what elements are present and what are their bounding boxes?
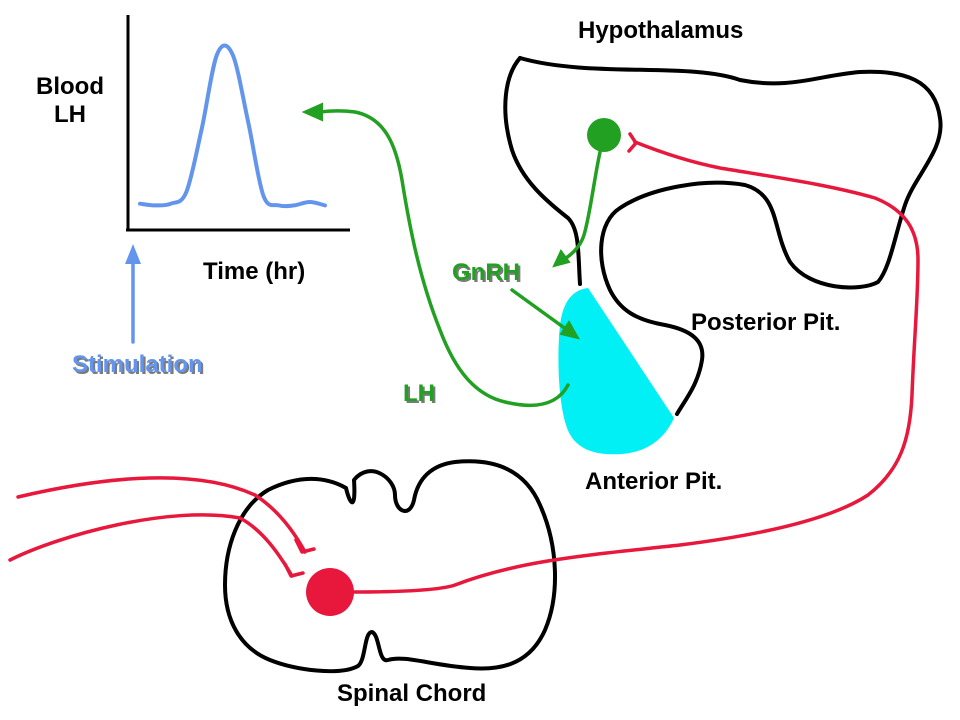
hypothalamus-stalk-outline	[503, 56, 582, 286]
stimulation-label: Stimulation	[72, 351, 203, 378]
lh-plot-points	[140, 54, 325, 205]
posterior-pituitary-label: Posterior Pit.	[691, 309, 841, 336]
lh-label: LH	[403, 380, 435, 407]
gnrh-axon-arrow	[558, 150, 602, 264]
synapse-mark-upper	[294, 538, 316, 554]
hypothalamus-label: Hypothalamus	[578, 17, 744, 44]
spinal-neuron-cell	[306, 568, 354, 616]
gnrh-label: GnRH	[452, 259, 520, 286]
gnrh-pituitary-arrowhead	[559, 320, 580, 340]
anterior-pituitary	[558, 288, 674, 455]
blood-lh-line-2: LH	[54, 100, 86, 128]
blood-lh-line-1: Blood	[36, 73, 104, 100]
lh-plot-trace	[138, 43, 327, 209]
anterior-pituitary-label: Anterior Pit.	[585, 468, 723, 495]
spinal-chord-label: Spinal Chord	[337, 680, 487, 707]
gnrh-neuron-cell	[587, 118, 621, 152]
afferent-nerve-lower	[8, 513, 294, 578]
gnrh-arrowhead	[552, 249, 571, 268]
synapse-mark-lower	[283, 562, 305, 578]
hypothalamic-synapse-mark	[627, 132, 638, 153]
blood-lh-axis-label: Blood LH	[24, 73, 116, 128]
time-axis-label: Time (hr)	[203, 258, 306, 285]
lh-release-arrow	[318, 109, 570, 408]
afferent-nerve-upper	[16, 476, 307, 554]
gnrh-to-pituitary-arrow	[510, 288, 572, 334]
spinal-chord-outline	[223, 459, 557, 674]
hypothalamus-outline	[518, 56, 943, 416]
stimulation-arrowhead	[125, 244, 141, 264]
ascending-nerve-pathway	[352, 140, 920, 594]
lh-arrowhead	[301, 102, 323, 122]
